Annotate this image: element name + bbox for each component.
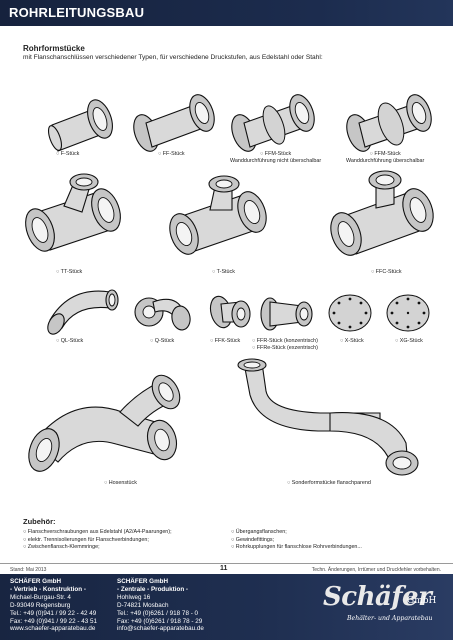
caption-tt-stueck: ○ TT-Stück bbox=[56, 269, 83, 275]
list-item: ○ Übergangsflanschen; bbox=[231, 529, 287, 535]
company-logo: Schäfer GmbH Behälter- und Apparatebau bbox=[323, 582, 437, 622]
ffk-stueck-drawing bbox=[209, 295, 251, 329]
footer-divider bbox=[0, 563, 453, 564]
tt-stueck-drawing bbox=[25, 173, 121, 252]
section-intro-text: mit Flanschanschlüssen verschiedener Typ… bbox=[23, 54, 323, 61]
ffm-stueck-drawing bbox=[231, 94, 315, 152]
ff-stueck-drawing bbox=[133, 94, 215, 152]
t-stueck-drawing bbox=[169, 175, 267, 255]
caption-ffr-stueck: ○ FFR-Stück (konzentrisch) ○ FFRe-Stück … bbox=[252, 338, 318, 351]
accessories-list-right: ○ Übergangsflanschen; ○ Gewindefittings;… bbox=[231, 529, 362, 552]
accessories-title: Zubehör: bbox=[23, 517, 56, 526]
q-stueck-drawing bbox=[134, 297, 191, 331]
ffr-stueck-drawing bbox=[260, 297, 313, 331]
caption-ffm-stueck: ○ FFM-Stück Wanddurchführung nicht übers… bbox=[230, 151, 322, 164]
address-mosbach: SCHÄFER GmbH - Zentrale - Produktion - H… bbox=[117, 578, 204, 633]
list-item: ○ Rohrkupplungen für flanschlose Rohrver… bbox=[231, 544, 362, 551]
caption-q-stueck: ○ Q-Stück bbox=[150, 338, 175, 344]
address-regensburg: SCHÄFER GmbH - Vertrieb - Konstruktion -… bbox=[10, 578, 97, 633]
f-stueck-drawing bbox=[47, 99, 113, 152]
caption-ff-stueck: ○ FF-Stück bbox=[158, 151, 185, 157]
caption-x-stueck: ○ X-Stück bbox=[340, 338, 364, 344]
page-title: ROHRLEITUNGSBAU bbox=[9, 5, 145, 20]
header-bar: ROHRLEITUNGSBAU bbox=[0, 0, 453, 26]
list-item: ○ Zwischenflansch-Klemmringe; bbox=[23, 544, 100, 551]
list-item: ○ elektr. Trennisolierungen für Flanschv… bbox=[23, 536, 149, 543]
edition-date: Stand: Mai 2013 bbox=[10, 567, 47, 573]
page-number: 11 bbox=[220, 565, 228, 572]
caption-ql-stueck: ○ QL-Stück bbox=[56, 338, 84, 344]
xg-stueck-drawing bbox=[386, 294, 430, 332]
caption-ffk-stueck: ○ FFK-Stück bbox=[210, 338, 241, 344]
caption-sonderformstuecke: ○ Sonderformstücke flanschparend bbox=[287, 480, 371, 486]
caption-ffm-ueberschalbar: ○ FFM-Stück Wanddurchführung überschalba… bbox=[346, 151, 425, 164]
hosenstueck-drawing bbox=[28, 374, 181, 472]
email-link[interactable]: info@schaefer-apparatebau.de bbox=[117, 625, 204, 633]
section-title: Rohrformstücke bbox=[23, 44, 85, 53]
caption-ffc-stueck: ○ FFC-Stück bbox=[371, 269, 402, 275]
caption-t-stueck: ○ T-Stück bbox=[212, 269, 235, 275]
ffm-ueberschalbar-drawing bbox=[346, 94, 432, 152]
website-link[interactable]: www.schaefer-apparatebau.de bbox=[10, 625, 96, 633]
list-item: ○ Gewindefittings; bbox=[231, 536, 275, 543]
disclaimer: Techn. Änderungen, Irrtümer und Druckfeh… bbox=[311, 567, 441, 573]
ql-stueck-drawing bbox=[47, 289, 119, 335]
list-item: ○ Flanschverschraubungen aus Edelstahl (… bbox=[23, 529, 172, 535]
x-stueck-drawing bbox=[328, 294, 372, 332]
caption-xg-stueck: ○ XG-Stück bbox=[395, 338, 423, 344]
footer-bar: SCHÄFER GmbH - Vertrieb - Konstruktion -… bbox=[0, 574, 453, 640]
sonderformstuecke-drawing bbox=[237, 358, 419, 476]
ffc-stueck-drawing bbox=[330, 170, 434, 256]
caption-f-stueck: ○ F-Stück bbox=[56, 151, 80, 157]
caption-hosenstueck: ○ Hosenstück bbox=[104, 480, 137, 486]
accessories-list-left: ○ Flanschverschraubungen aus Edelstahl (… bbox=[23, 529, 172, 552]
